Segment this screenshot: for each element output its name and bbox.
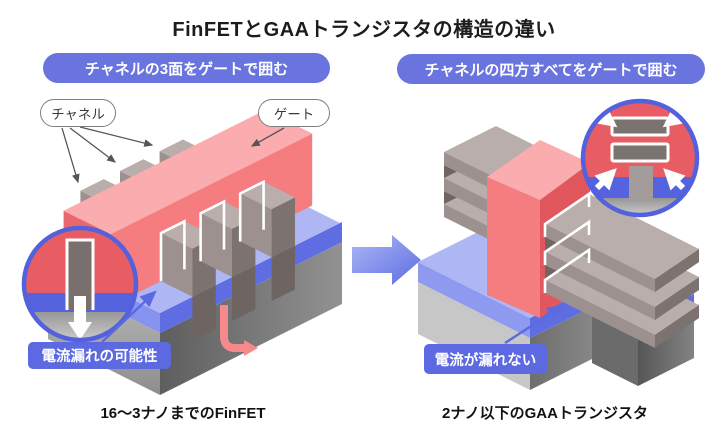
no-leak-label: 電流が漏れない — [424, 344, 547, 374]
gaa-scene — [418, 98, 700, 390]
gaa-magnifier — [580, 98, 700, 218]
gate-label-bubble: ゲート — [258, 99, 330, 127]
finfet-fins-front — [159, 179, 295, 297]
finfet-caption: 16〜3ナノまでのFinFET — [100, 405, 266, 422]
finfet-fin-substrate-strips — [192, 245, 295, 341]
gate-sheet-slot-outlines — [543, 191, 591, 293]
leak-down-arrow — [74, 296, 86, 322]
gaa-nanosheets-right — [543, 191, 699, 348]
leak-current-arrow — [220, 305, 258, 356]
finfet-magnifier — [21, 225, 139, 343]
no-leak-label-pointer — [504, 304, 565, 345]
page-title: FinFETとGAAトランジスタの構造の違い — [172, 19, 556, 41]
finfet-header-pill: チャネルの3面をゲートで囲む — [43, 53, 330, 83]
leak-label-pointer — [101, 290, 157, 343]
channel-label-bubble: チャネル — [40, 99, 116, 127]
gaa-caption: 2ナノ以下のGAAトランジスタ — [442, 405, 648, 422]
finfet-connectors — [61, 126, 285, 184]
transition-arrow — [352, 235, 421, 285]
leak-label: 電流漏れの可能性 — [28, 342, 171, 369]
finfet-scene — [21, 110, 342, 395]
gaa-header-pill: チャネルの四方すべてをゲートで囲む — [397, 54, 705, 84]
